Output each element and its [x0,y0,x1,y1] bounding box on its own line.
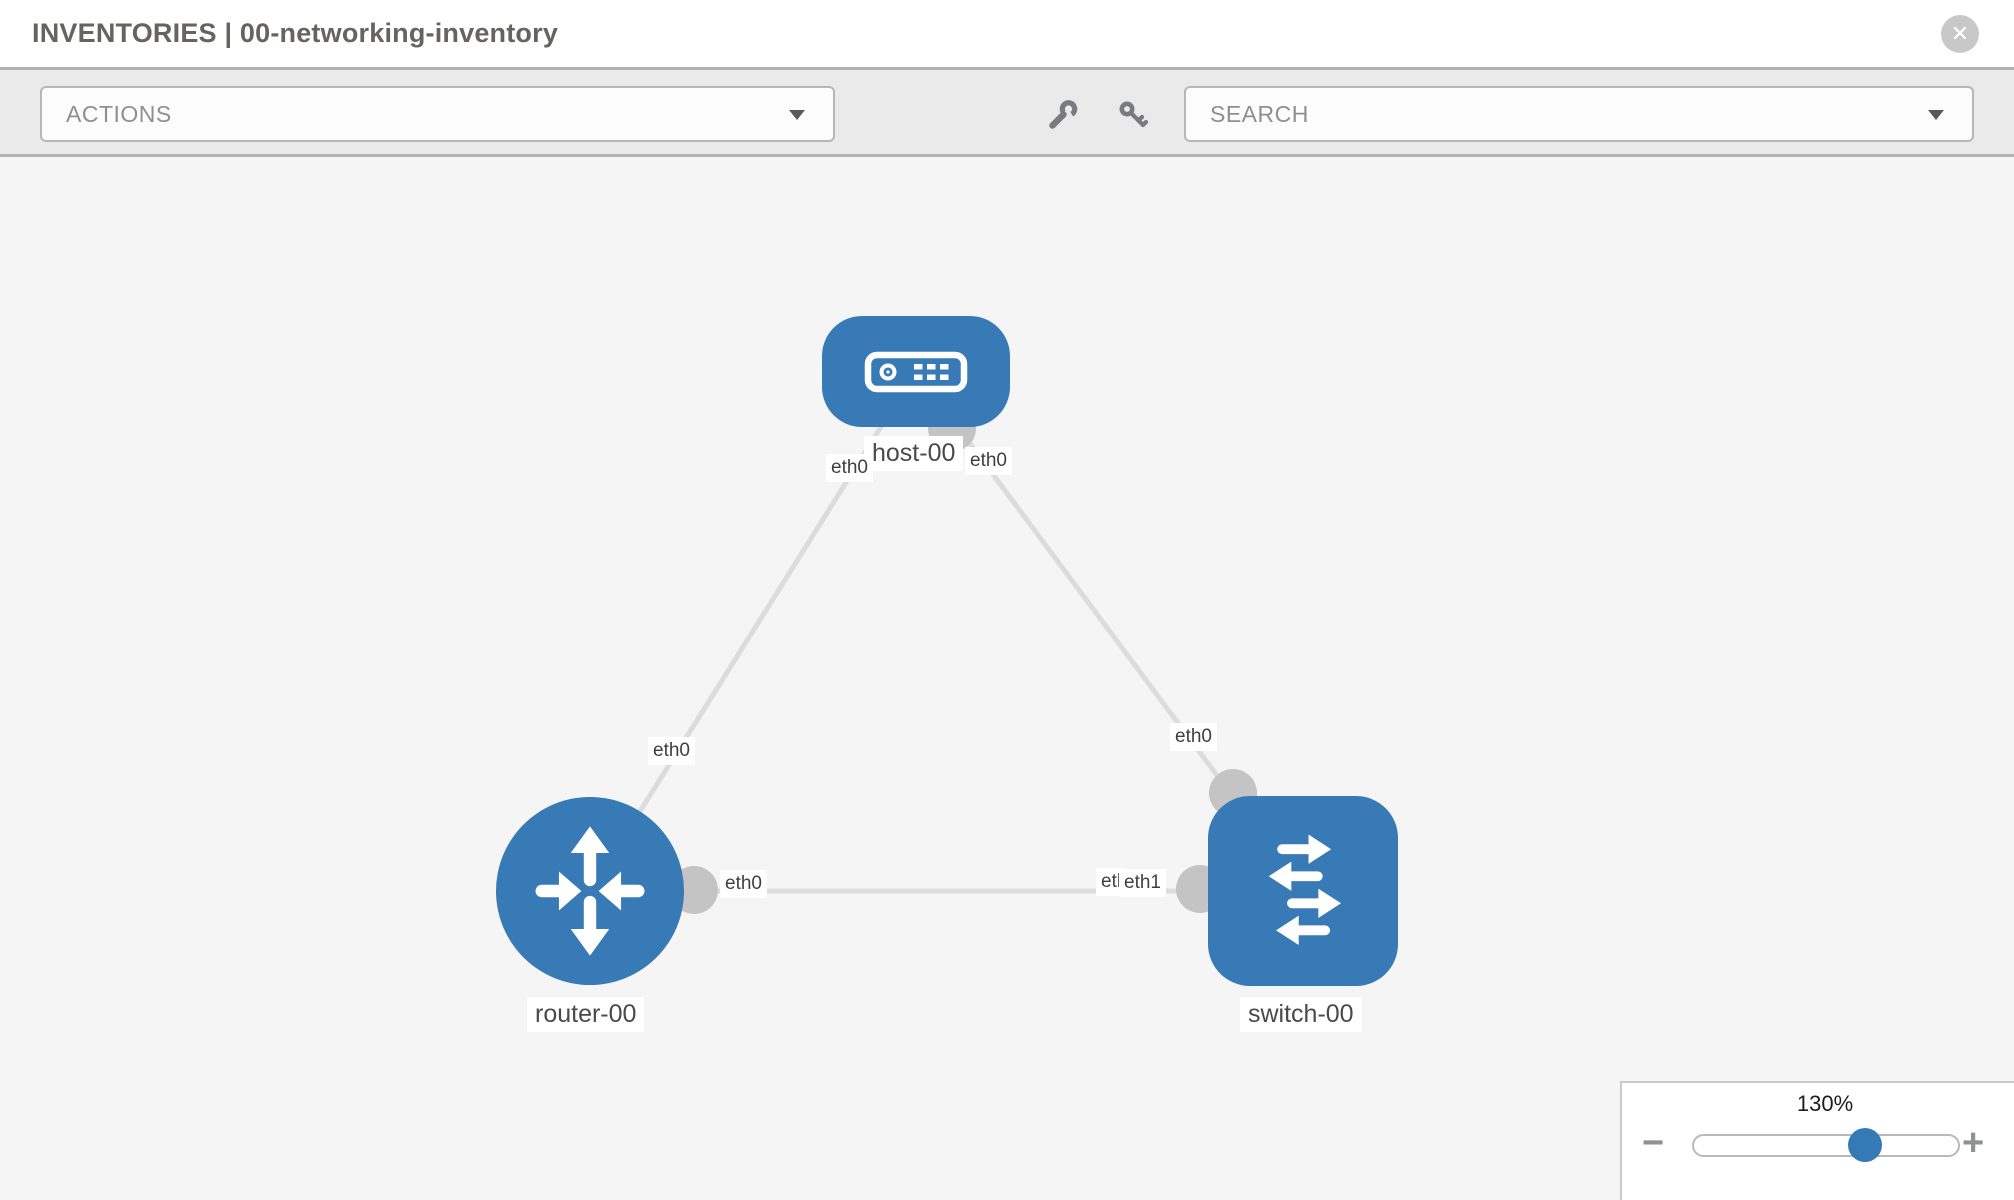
switch-icon [1268,834,1342,945]
node-host-00[interactable] [822,316,1010,427]
toolbar: ACTIONS SEARCH [0,70,2014,157]
node-label-router-00: router-00 [527,997,645,1032]
page-title: INVENTORIES | 00-networking-inventory [32,18,559,48]
node-router-00[interactable] [496,797,684,985]
zoom-slider-track[interactable] [1692,1134,1960,1157]
actions-dropdown[interactable]: ACTIONS [40,86,835,142]
chevron-down-icon [1928,110,1944,120]
interface-label-router-switch-routerend: eth0 [720,870,767,898]
zoom-slider-knob[interactable] [1848,1128,1882,1162]
host-icon [864,351,968,392]
zoom-percent-value: 130% [1796,1091,1854,1116]
wrench-icon[interactable] [1046,98,1080,132]
interface-label-host-switch-hostend: eth0 [965,447,1012,475]
interface-label-host-router-routerend: eth0 [648,737,695,765]
search-dropdown-label: SEARCH [1210,101,1309,127]
interface-label-router-switch-switchend-overlap: eth1 [1096,868,1123,896]
search-dropdown[interactable]: SEARCH [1184,86,1974,142]
topology-links [587,369,1306,894]
header: INVENTORIES | 00-networking-inventory ✕ [0,0,2014,70]
key-icon[interactable] [1116,98,1150,132]
chevron-down-icon [789,110,805,120]
router-icon [535,826,645,956]
interface-label-host-router-hostend: eth0 [826,454,873,482]
zoom-control-panel: 130% − + [1620,1081,2014,1200]
interface-label-host-switch-switchend: eth0 [1170,723,1217,751]
node-label-host-00: host-00 [864,436,964,471]
zoom-out-button[interactable]: − [1642,1122,1665,1164]
node-switch-00[interactable] [1208,796,1398,986]
zoom-in-button[interactable]: + [1962,1122,1985,1164]
close-icon[interactable]: ✕ [1941,15,1979,53]
node-label-switch-00: switch-00 [1240,997,1362,1032]
actions-dropdown-label: ACTIONS [66,101,172,127]
interface-label-router-switch-switchend: eth1 [1119,869,1166,897]
topology-canvas[interactable]: host-00 router-00 switch-00 eth0 eth0 et… [0,157,2014,1200]
